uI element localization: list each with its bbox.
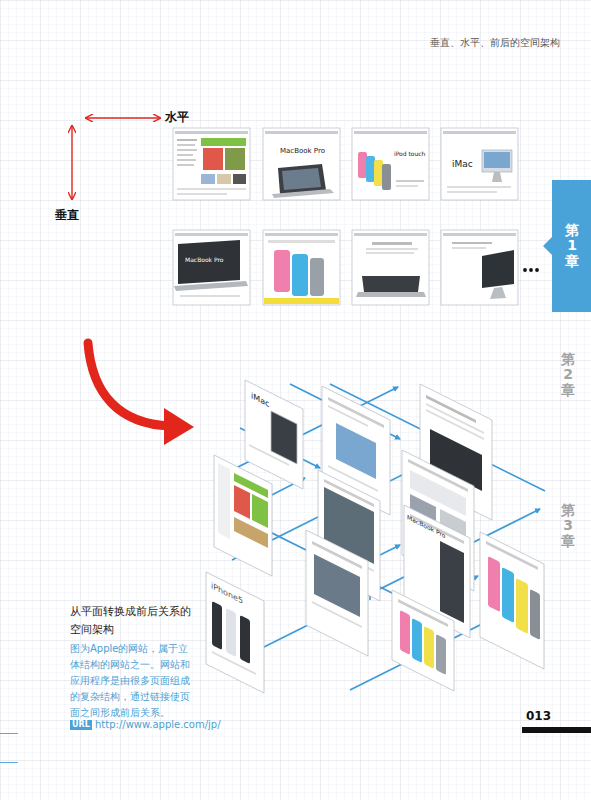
tab-text: 第1章 [565,223,579,269]
screenshot-text: MacBook Pro [280,147,325,156]
badge-text: URL [72,720,90,730]
body-text: 图为Apple的网站，属于立体结构的网站之一。网站和应用程序是由很多页面组成的复… [70,641,194,721]
screenshot-text: iMac [452,159,473,170]
screenshot-text: iPod touch [394,150,425,158]
axis-label: 水平 [165,110,189,125]
page-number: 013 [526,709,551,724]
chapter-tab-active: 第1章 [552,180,591,312]
chapter-tab: 第3章 [561,503,575,549]
screenshot-text: MacBook Pro [185,256,224,264]
url-badge: URL [70,720,92,730]
url-text: http://www.apple.com/jp/ [95,719,221,732]
caption-heading: 从平面转换成前后关系的空间架构 [70,603,198,638]
running-header: 垂直、水平、前后的空间架构 [360,37,560,50]
axis-label: 垂直 [55,208,79,223]
chapter-tab: 第2章 [561,352,575,398]
